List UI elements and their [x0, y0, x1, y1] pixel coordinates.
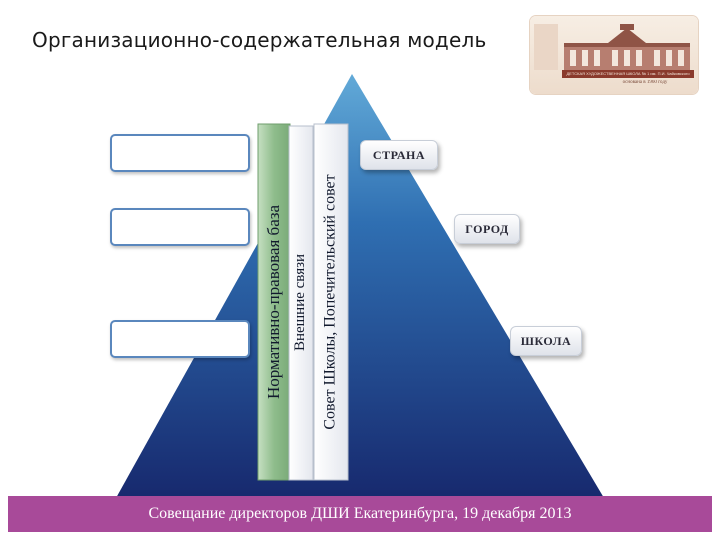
label-school: ШКОЛА: [510, 326, 582, 356]
page-title: Организационно-содержательная модель: [32, 28, 487, 52]
level-box-city: [110, 208, 250, 246]
label-city: ГОРОД: [454, 214, 520, 244]
level-box-school: [110, 320, 250, 358]
column-council-bg: [313, 123, 349, 481]
logo-caption: ДЕТСКАЯ ХУДОЖЕСТВЕННАЯ ШКОЛА № 1 им. П.И…: [562, 70, 694, 78]
column-council: Совет Школы, Попечительский совет: [322, 174, 339, 430]
column-legal-bg: [257, 123, 291, 481]
pyramid-shape: [116, 74, 604, 498]
logo-subcaption: основана в 1960 году: [622, 80, 668, 85]
footer-banner: Совещание директоров ДШИ Екатеринбурга, …: [8, 496, 712, 532]
column-external-bg: [288, 125, 314, 481]
label-country: СТРАНА: [360, 140, 438, 170]
column-legal-base: Нормативно-правовая база: [264, 204, 284, 400]
school-logo: ДЕТСКАЯ ХУДОЖЕСТВЕННАЯ ШКОЛА № 1 им. П.И…: [530, 16, 698, 94]
building-icon: [534, 24, 690, 70]
column-external-links: Внешние связи: [292, 253, 309, 351]
level-box-country: [110, 134, 250, 172]
